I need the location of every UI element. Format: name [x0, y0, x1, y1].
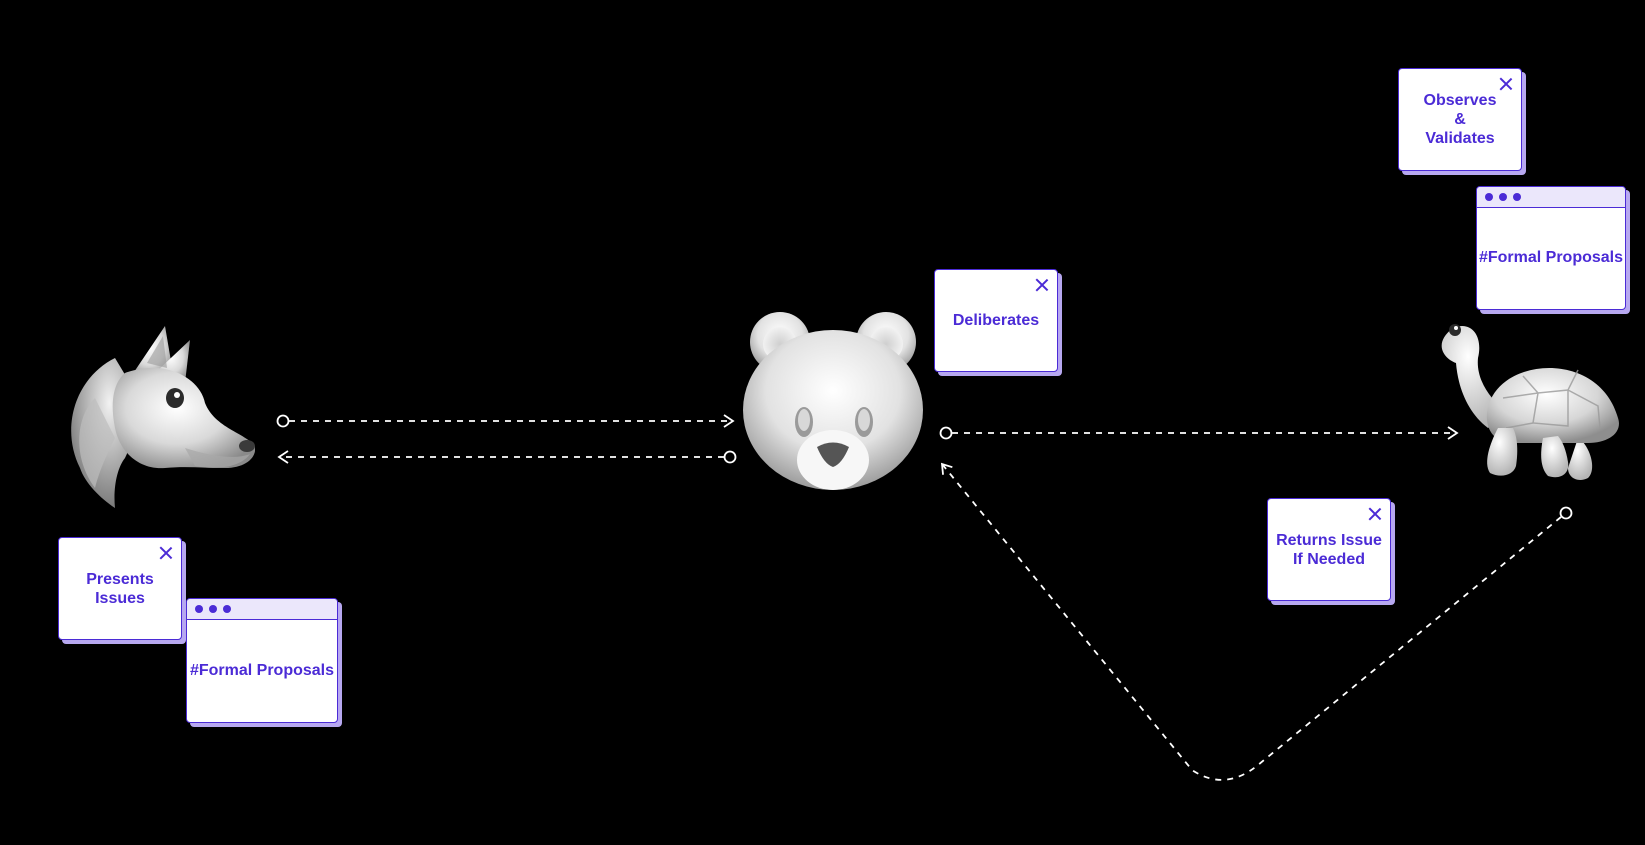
window-title-bar [1477, 187, 1625, 208]
presents-issues-card: Presents Issues [58, 537, 182, 640]
bear-icon [743, 312, 923, 490]
wolf-icon [71, 326, 255, 508]
window-dot-icon [209, 605, 217, 613]
close-icon[interactable] [1035, 278, 1048, 291]
formal-proposals-tag: #Formal Proposals [189, 661, 335, 679]
formal-proposals-window-left: #Formal Proposals [186, 598, 338, 723]
returns-issue-label: Returns Issue If Needed [1276, 531, 1382, 568]
formal-proposals-window-right: #Formal Proposals [1476, 186, 1626, 310]
turtle-icon [1441, 324, 1619, 480]
returns-issue-card: Returns Issue If Needed [1267, 498, 1391, 601]
window-dot-icon [223, 605, 231, 613]
observes-validates-label: Observes & Validates [1423, 92, 1497, 147]
window-dot-icon [195, 605, 203, 613]
window-dot-icon [1485, 193, 1493, 201]
observes-validates-card: Observes & Validates [1398, 68, 1522, 171]
close-icon[interactable] [1368, 507, 1381, 520]
deliberates-label: Deliberates [952, 312, 1040, 329]
wolf-to-bear-arrow [276, 414, 735, 428]
deliberates-card: Deliberates [934, 269, 1058, 372]
window-title-bar [187, 599, 337, 620]
presents-issues-label: Presents Issues [86, 570, 154, 607]
formal-proposals-tag: #Formal Proposals [1478, 249, 1624, 266]
close-icon[interactable] [159, 546, 172, 559]
bear-to-turtle-arrow [939, 426, 1459, 440]
bear-to-wolf-arrow [277, 450, 737, 464]
close-icon[interactable] [1499, 77, 1512, 90]
window-dot-icon [1499, 193, 1507, 201]
turtle-return-arrow [940, 462, 1573, 781]
window-dot-icon [1513, 193, 1521, 201]
